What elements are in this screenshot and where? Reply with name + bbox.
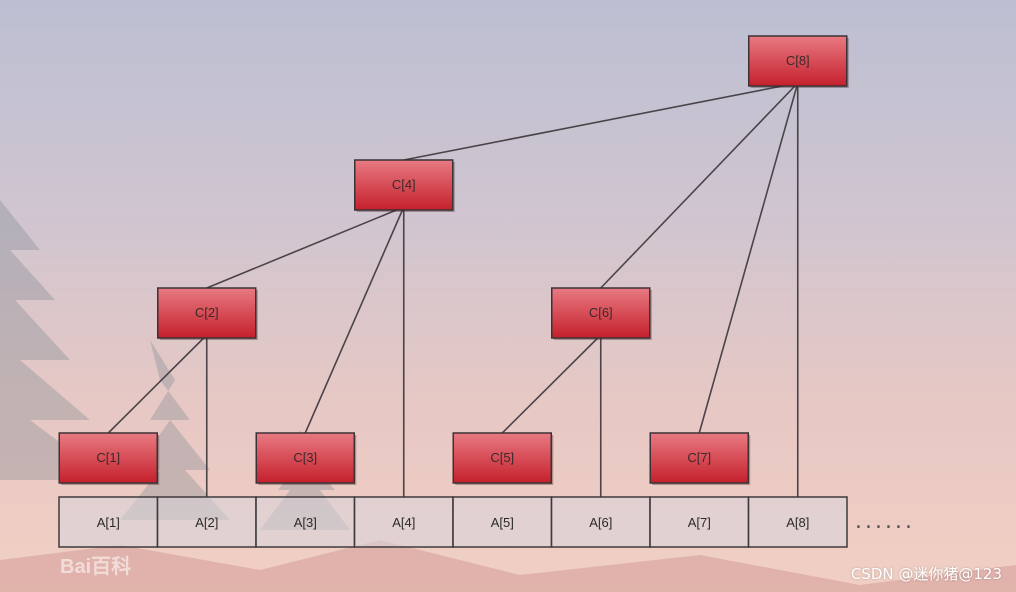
array-row: A[1] A[2] A[3] A[4] A[5] A[6] A[7] A[8] bbox=[59, 497, 847, 547]
array-cell-label: A[7] bbox=[688, 515, 711, 530]
array-cell-a6: A[6] bbox=[552, 497, 651, 547]
node-label: C[4] bbox=[392, 177, 416, 192]
array-cell-label: A[1] bbox=[97, 515, 120, 530]
tree-node-c7: C[7] bbox=[650, 433, 750, 485]
node-label: C[3] bbox=[293, 450, 317, 465]
array-cell-label: A[5] bbox=[491, 515, 514, 530]
node-label: C[1] bbox=[96, 450, 120, 465]
edge-c7-c8 bbox=[699, 83, 798, 433]
array-cell-a1: A[1] bbox=[59, 497, 158, 547]
array-cell-label: A[8] bbox=[786, 515, 809, 530]
tree-node-c1: C[1] bbox=[59, 433, 159, 485]
array-cell-label: A[6] bbox=[589, 515, 612, 530]
array-cell-label: A[4] bbox=[392, 515, 415, 530]
array-cell-a7: A[7] bbox=[650, 497, 749, 547]
node-label: C[6] bbox=[589, 305, 613, 320]
edge-c5-c6 bbox=[502, 335, 601, 433]
array-cell-a3: A[3] bbox=[256, 497, 355, 547]
baidu-watermark: Bai百科 bbox=[60, 550, 131, 579]
array-cell-label: A[3] bbox=[294, 515, 317, 530]
array-cell-a5: A[5] bbox=[453, 497, 552, 547]
ellipsis-indicator: ...... bbox=[855, 509, 915, 534]
csdn-watermark: CSDN @迷你猪@123 bbox=[851, 563, 1002, 584]
array-cell-label: A[2] bbox=[195, 515, 218, 530]
node-label: C[8] bbox=[786, 53, 810, 68]
tree-node-c2: C[2] bbox=[158, 288, 258, 340]
node-label: C[2] bbox=[195, 305, 219, 320]
tree-node-c3: C[3] bbox=[256, 433, 356, 485]
tree-node-c5: C[5] bbox=[453, 433, 553, 485]
node-label: C[5] bbox=[490, 450, 514, 465]
array-cell-a8: A[8] bbox=[749, 497, 848, 547]
tree-node-c8: C[8] bbox=[749, 36, 849, 88]
array-cell-a2: A[2] bbox=[158, 497, 257, 547]
tree-node-c6: C[6] bbox=[552, 288, 652, 340]
array-cell-a4: A[4] bbox=[355, 497, 454, 547]
tree-node-c4: C[4] bbox=[355, 160, 455, 212]
node-label: C[7] bbox=[687, 450, 711, 465]
edge-c4-c8 bbox=[404, 83, 798, 160]
